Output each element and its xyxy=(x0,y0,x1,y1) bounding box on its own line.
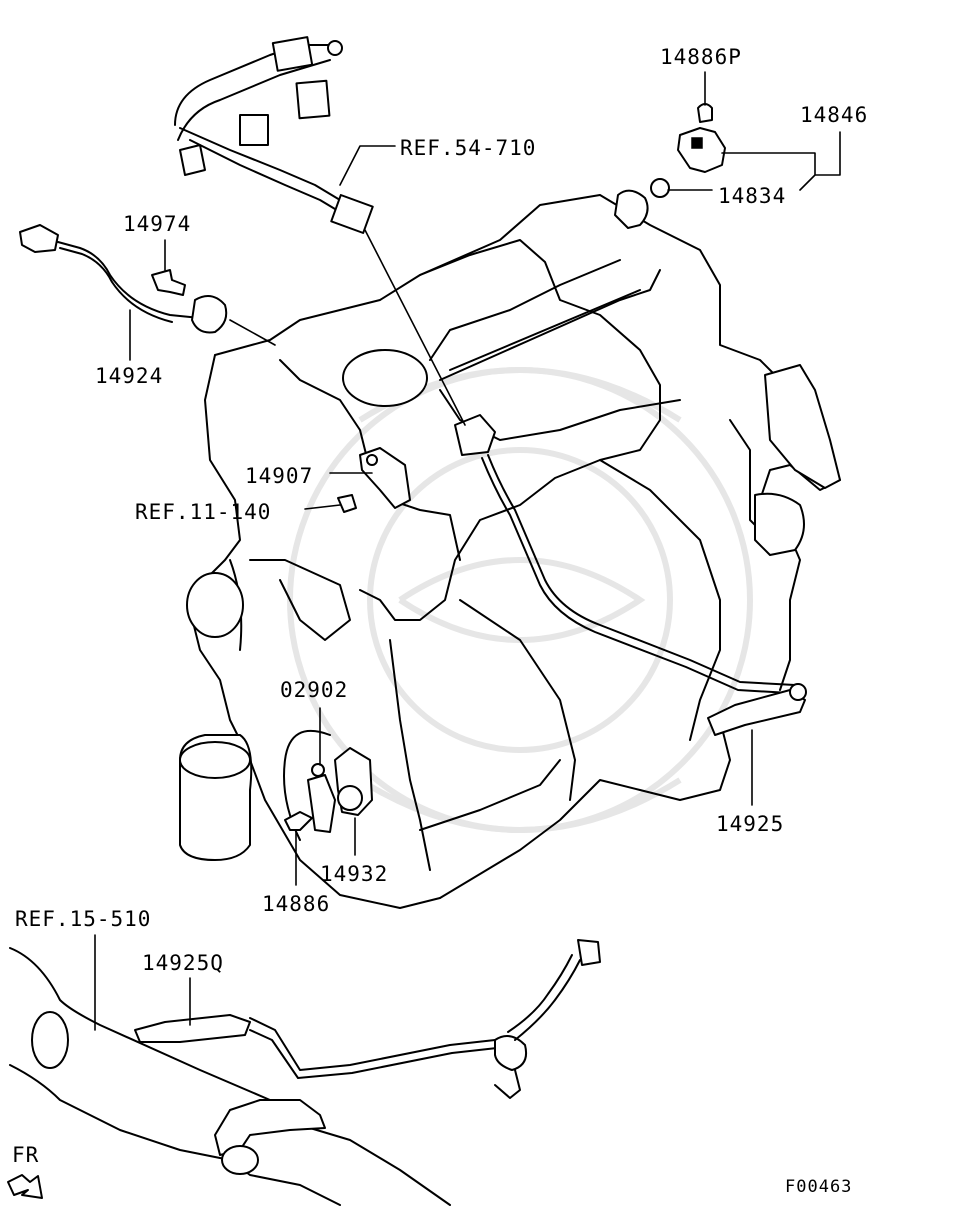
oxygen-sensor-14925 xyxy=(707,689,806,736)
label-ref-11-140: REF.11-140 xyxy=(135,500,271,524)
label-14932: 14932 xyxy=(320,862,388,886)
oxygen-sensor-front-group xyxy=(454,414,807,736)
label-14907: 14907 xyxy=(245,464,313,488)
washer-02902 xyxy=(311,763,325,777)
bolt-14886 xyxy=(284,811,313,831)
label-14925: 14925 xyxy=(716,812,784,836)
label-14886: 14886 xyxy=(262,892,330,916)
crank-sensor-group xyxy=(284,747,373,833)
bolt-14974 xyxy=(151,269,186,296)
label-14925Q: 14925Q xyxy=(142,951,224,975)
label-ref-15-510: REF.15-510 xyxy=(15,907,151,931)
label-ref-54-710: REF.54-710 xyxy=(400,136,536,160)
label-14834: 14834 xyxy=(718,184,786,208)
label-14924: 14924 xyxy=(95,364,163,388)
callout-labels: 14886P 14846 14834 REF.54-710 14974 1492… xyxy=(15,45,868,1197)
label-14846: 14846 xyxy=(800,103,868,127)
wiring-harness-top xyxy=(174,36,374,234)
direction-arrow-icon xyxy=(7,1174,43,1199)
label-14886P: 14886P xyxy=(660,45,742,69)
knock-sensor-group xyxy=(19,224,228,334)
bracket-14907-group xyxy=(337,447,411,513)
connector-14924 xyxy=(19,224,59,253)
oxygen-sensor-14925Q xyxy=(134,1014,251,1043)
label-02902: 02902 xyxy=(280,678,348,702)
cam-sensor-group xyxy=(614,103,726,229)
engine-block xyxy=(179,194,841,909)
front-direction-indicator: FR xyxy=(7,1143,43,1199)
leader-lines xyxy=(94,71,841,1031)
watermark xyxy=(287,367,753,833)
knock-sensor-14924 xyxy=(191,295,228,334)
diagram-code: F00463 xyxy=(785,1177,852,1197)
bolt-ref-11-140 xyxy=(337,494,357,513)
bolt-14886P xyxy=(697,103,713,123)
direction-label: FR xyxy=(12,1143,39,1167)
o-ring-14834 xyxy=(650,178,670,198)
cam-sensor-14846 xyxy=(677,127,726,173)
exhaust-group xyxy=(9,939,601,1206)
label-14974: 14974 xyxy=(123,212,191,236)
